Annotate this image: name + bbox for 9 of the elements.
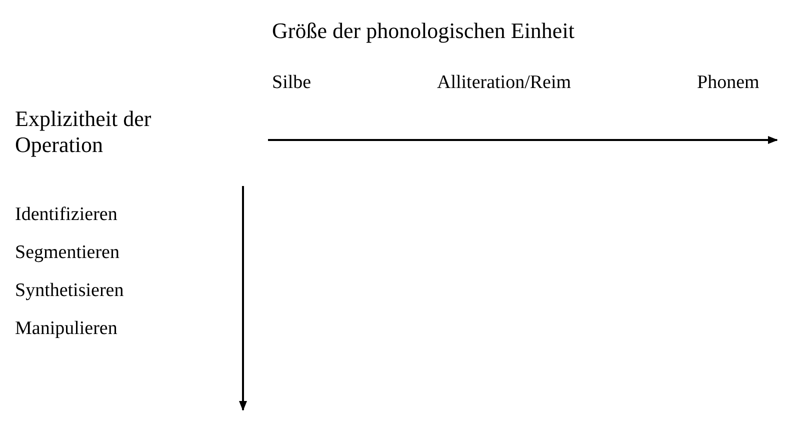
axis-label: Segmentieren	[15, 242, 120, 265]
axis-title: Explizitheit der Operation	[15, 106, 152, 159]
axis-title: Größe der phonologischen Einheit	[272, 18, 574, 44]
axis-label: Alliteration/Reim	[437, 72, 572, 95]
axis-label: Silbe	[272, 72, 312, 95]
axis-label: Identifizieren	[15, 204, 118, 227]
axis-label: Phonem	[697, 72, 760, 95]
axis-label: Manipulieren	[15, 318, 118, 341]
axis-label: Synthetisieren	[15, 280, 124, 303]
